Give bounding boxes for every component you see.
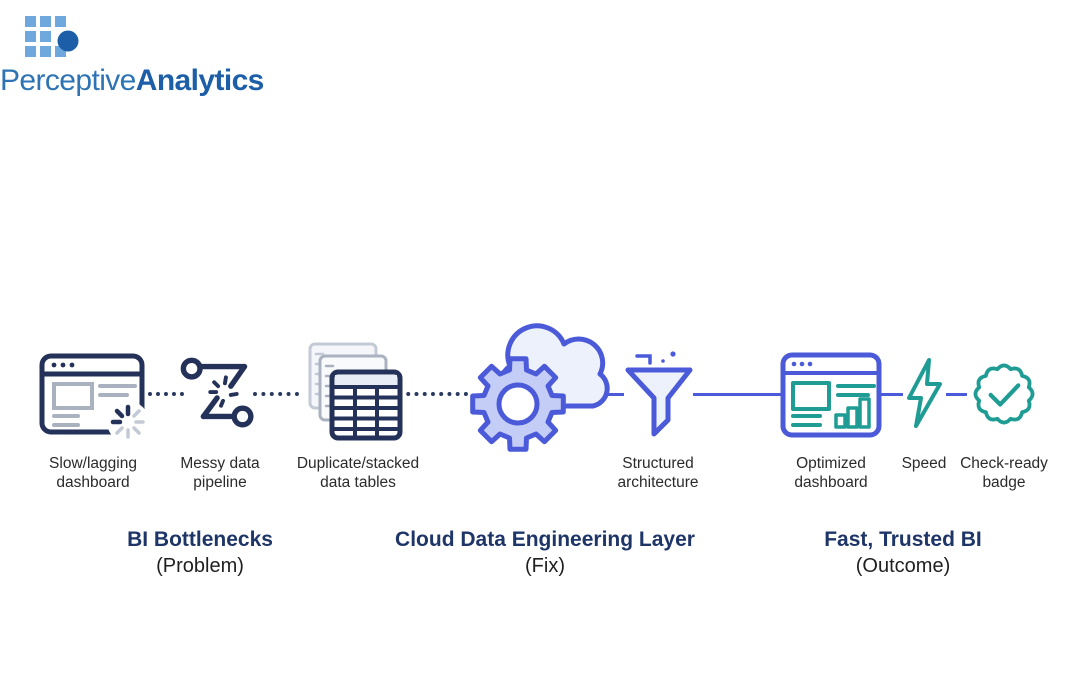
group-title: Fast, Trusted BI	[824, 528, 982, 551]
connector-solid-3	[881, 393, 903, 396]
brand-logo: PerceptiveAnalytics	[0, 8, 270, 108]
step-label-stacked-tables: Duplicate/stacked data tables	[296, 455, 420, 491]
loading-spinner-icon	[110, 404, 145, 439]
lightning-icon	[907, 358, 942, 428]
step-label-messy-pipeline: Messy data pipeline	[180, 455, 260, 491]
brand-name-bold: Analytics	[135, 64, 265, 97]
connector-solid-1	[597, 393, 624, 396]
group-heading-problem: BI Bottlenecks (Problem)	[100, 527, 300, 580]
group-title: Cloud Data Engineering Layer	[395, 528, 695, 551]
slow-dashboard-icon	[39, 353, 149, 442]
connector-dotted-3	[398, 392, 468, 396]
connector-solid-4	[946, 393, 967, 396]
group-subtitle: (Outcome)	[855, 555, 951, 577]
optimized-dashboard-icon	[780, 352, 882, 438]
step-label-slow-dashboard: Slow/lagging dashboard	[49, 455, 137, 491]
brand-name-light: Perceptive	[0, 64, 136, 97]
connector-solid-2	[693, 393, 782, 396]
step-label-structured-arch: Structured architecture	[617, 455, 699, 491]
bar-chart-icon	[834, 397, 871, 429]
logo-dot	[57, 30, 79, 52]
checkmark-icon	[988, 383, 1021, 407]
logo-grid-icon	[25, 16, 79, 57]
stacked-tables-icon	[308, 342, 403, 441]
group-subtitle: (Problem)	[156, 555, 244, 577]
step-label-speed: Speed	[901, 455, 947, 472]
connector-dotted-1	[148, 392, 184, 396]
messy-pipeline-icon	[180, 357, 254, 428]
group-title: BI Bottlenecks	[127, 528, 273, 551]
funnel-icon	[625, 351, 693, 437]
group-heading-outcome: Fast, Trusted BI (Outcome)	[803, 527, 1003, 580]
connector-dotted-2	[253, 392, 299, 396]
step-label-check-badge: Check-ready badge	[960, 455, 1048, 491]
check-badge-icon	[973, 363, 1035, 425]
cloud-gear-icon	[470, 323, 610, 452]
group-heading-fix: Cloud Data Engineering Layer (Fix)	[395, 527, 695, 580]
step-label-optimized-dashboard: Optimized dashboard	[794, 455, 868, 491]
group-subtitle: (Fix)	[525, 555, 565, 577]
brand-name: PerceptiveAnalytics	[0, 64, 264, 98]
